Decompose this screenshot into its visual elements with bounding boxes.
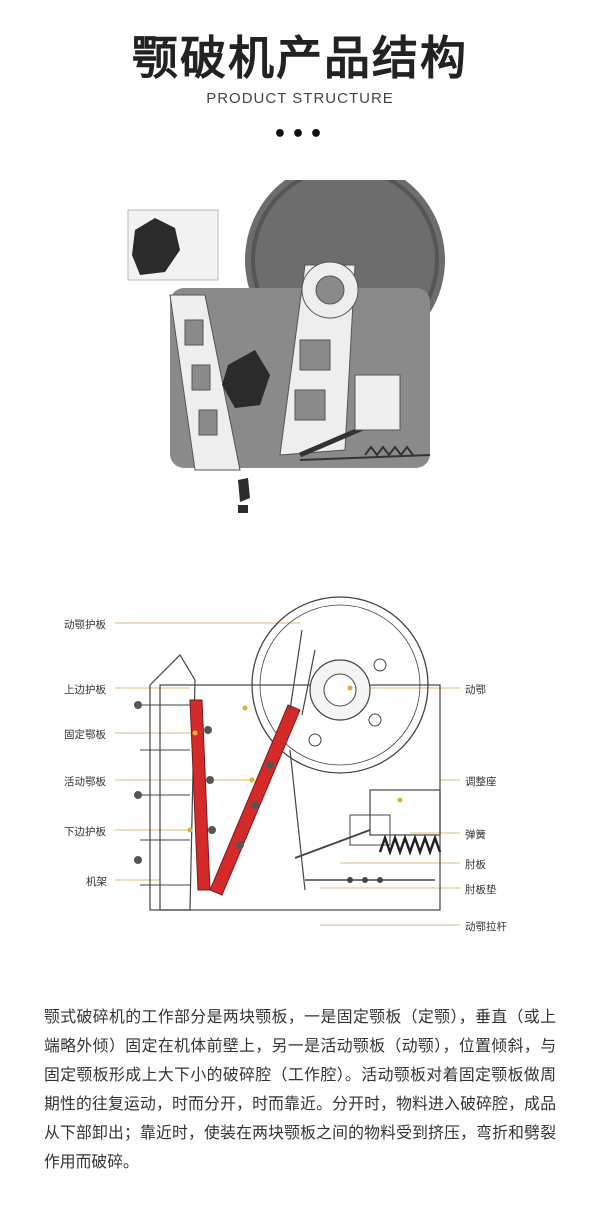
description-text: 颚式破碎机的工作部分是两块颚板，一是固定颚板（定颚），垂直（或上端略外倾）固定在… <box>44 1007 556 1171</box>
page-title: 颚破机产品结构 <box>132 31 468 85</box>
spring <box>364 445 414 457</box>
label-jaw-guard: 动颚护板 <box>64 619 106 631</box>
flywheel-outline <box>251 596 429 774</box>
label-spring: 弹簧 <box>465 829 486 841</box>
frame-ribs <box>140 704 190 886</box>
bolts <box>204 726 274 849</box>
movable-jaw-plate <box>209 704 301 896</box>
decorative-dots: ••• <box>272 122 328 147</box>
toggle-plate-line <box>294 829 371 859</box>
spring-coil <box>378 834 442 856</box>
label-upper-side-guard: 上边护板 <box>64 684 106 696</box>
label-frame: 机架 <box>86 876 107 888</box>
chamber-rock <box>222 350 270 408</box>
left-leader-lines <box>115 622 300 881</box>
label-movable-jaw: 活动鄂板 <box>64 776 106 788</box>
rock-shape <box>132 218 180 275</box>
page-subtitle: PRODUCT STRUCTURE <box>206 90 394 107</box>
right-leader-lines <box>320 687 460 926</box>
label-fixed-jaw: 固定鄂板 <box>64 729 106 741</box>
adjust-seat <box>369 789 441 836</box>
label-lower-side-guard: 下边护板 <box>64 826 106 838</box>
label-pitman: 动鄂 <box>465 684 486 696</box>
adjust-block <box>354 374 401 431</box>
crusher-diagram <box>115 596 460 926</box>
marker-dots <box>187 685 403 833</box>
label-toggle-seat: 肘板垫 <box>465 884 497 896</box>
crusher-illustration <box>127 180 445 513</box>
label-toggle-plate: 肘板 <box>465 859 486 871</box>
label-pitman-rod: 动鄂拉杆 <box>465 921 507 933</box>
label-adjust-seat: 调整座 <box>465 776 497 788</box>
